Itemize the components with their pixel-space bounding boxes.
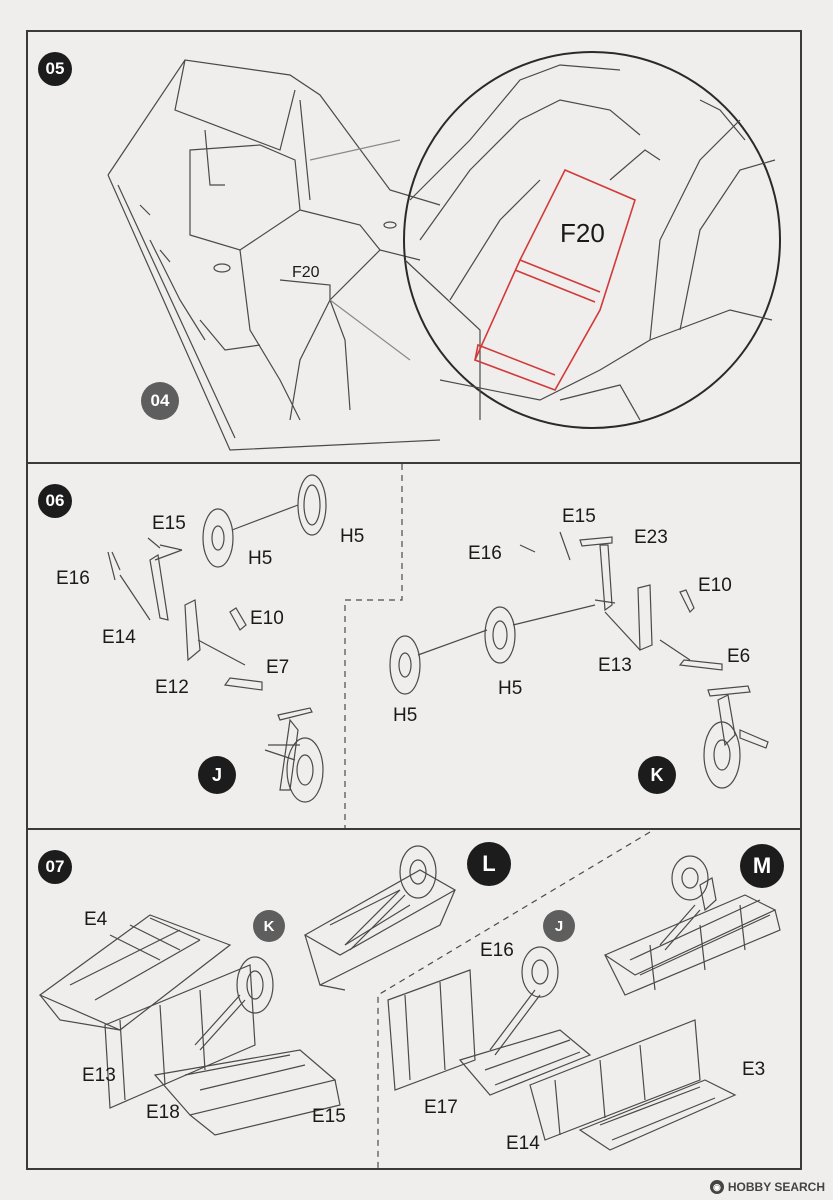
step-divider-06-07 [26,828,802,830]
label-e14-left: E14 [102,627,136,648]
left-wheel-bay [38,845,457,1136]
label-e13-bay: E13 [82,1065,116,1086]
label-e12-left: E12 [155,677,189,698]
label-e16-left: E16 [56,568,90,589]
step-marker-07: 07 [38,850,72,884]
label-h5-right-a: H5 [498,678,523,699]
label-h5-left-a: H5 [248,548,273,569]
label-e15-left: E15 [152,513,186,534]
assembly-marker-j: J [198,756,236,794]
step-marker-05: 05 [38,52,72,86]
label-e16-right: E16 [468,543,502,564]
right-wheel-bay [387,855,781,1151]
watermark: ◉ HOBBY SEARCH [709,1180,825,1194]
label-e7-left: E7 [266,657,290,678]
label-e15-bay: E15 [312,1106,346,1127]
label-f20-main: F20 [292,264,320,281]
assembly-marker-k: K [638,756,676,794]
left-gear-parts [107,474,327,803]
label-e17: E17 [424,1097,458,1118]
zoom-detail [404,64,776,421]
assembly-marker-l: L [467,842,511,886]
instruction-frame [26,30,802,1170]
f20-highlight [473,168,636,391]
ref-step-04: 04 [141,382,179,420]
ref-marker-k: K [253,910,285,942]
label-h5-right-b: H5 [393,705,418,726]
label-e10-left: E10 [250,608,284,629]
label-e6-right: E6 [727,646,751,667]
label-e14-bay: E14 [506,1133,540,1154]
label-f20-zoom: F20 [560,218,605,248]
label-e10-right: E10 [698,575,732,596]
step-marker-06: 06 [38,484,72,518]
label-e13-right: E13 [598,655,632,676]
label-e16-bay: E16 [480,940,514,961]
step-divider-05-06 [26,462,802,464]
zoom-circle [403,51,781,429]
label-e23-right: E23 [634,527,668,548]
label-e15-right: E15 [562,506,596,527]
label-e3: E3 [742,1059,766,1080]
ref-marker-j: J [543,910,575,942]
fuselage-floor-drawing [107,59,441,451]
label-h5-left-b: H5 [340,526,365,547]
hobby-search-logo-icon: ◉ [709,1180,724,1194]
label-e18: E18 [146,1102,180,1123]
watermark-text: HOBBY SEARCH [727,1180,825,1194]
right-gear-parts [389,531,769,789]
assembly-marker-m: M [740,844,784,888]
label-e4: E4 [84,909,108,930]
